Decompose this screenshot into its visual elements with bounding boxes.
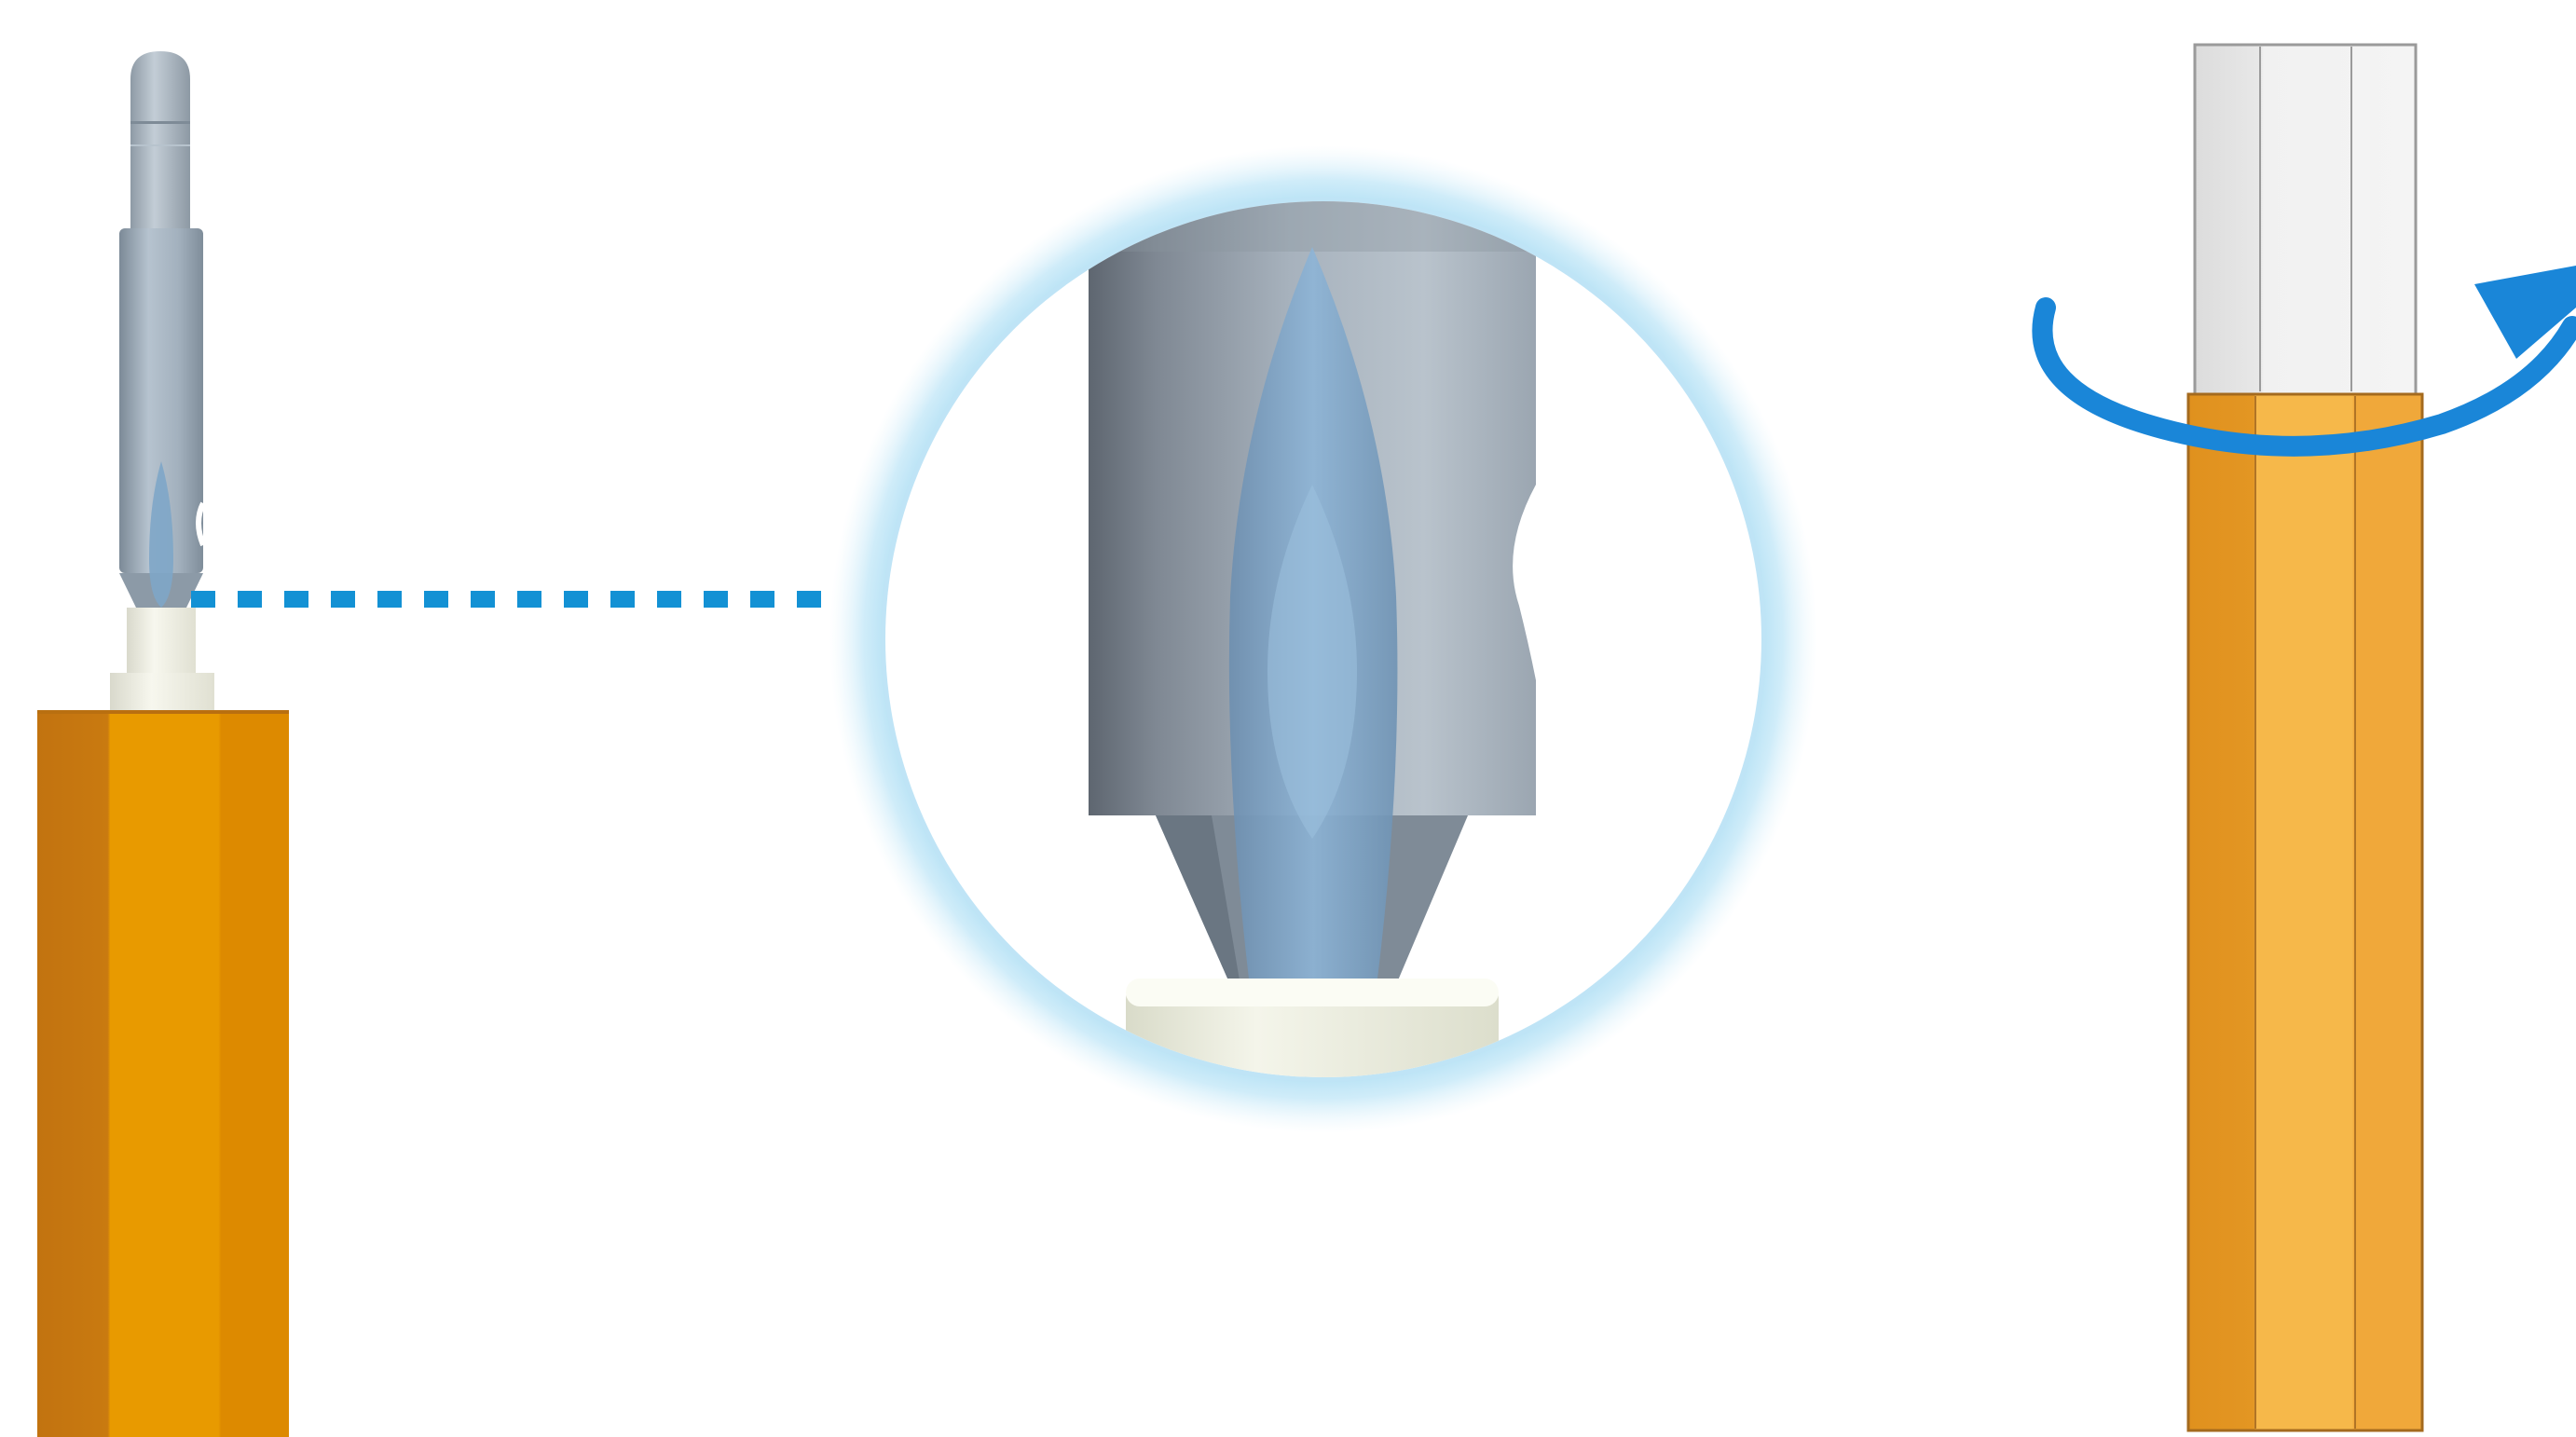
right-tool-body — [2188, 394, 2422, 1430]
clear-cap — [2195, 45, 2416, 394]
ferrule — [127, 608, 196, 673]
magnifier-group — [829, 145, 1817, 1133]
right-tool-group — [2042, 45, 2576, 1430]
left-tool-group — [37, 51, 289, 1437]
probe-top-cap — [130, 51, 190, 103]
left-tool-body — [37, 710, 289, 1437]
